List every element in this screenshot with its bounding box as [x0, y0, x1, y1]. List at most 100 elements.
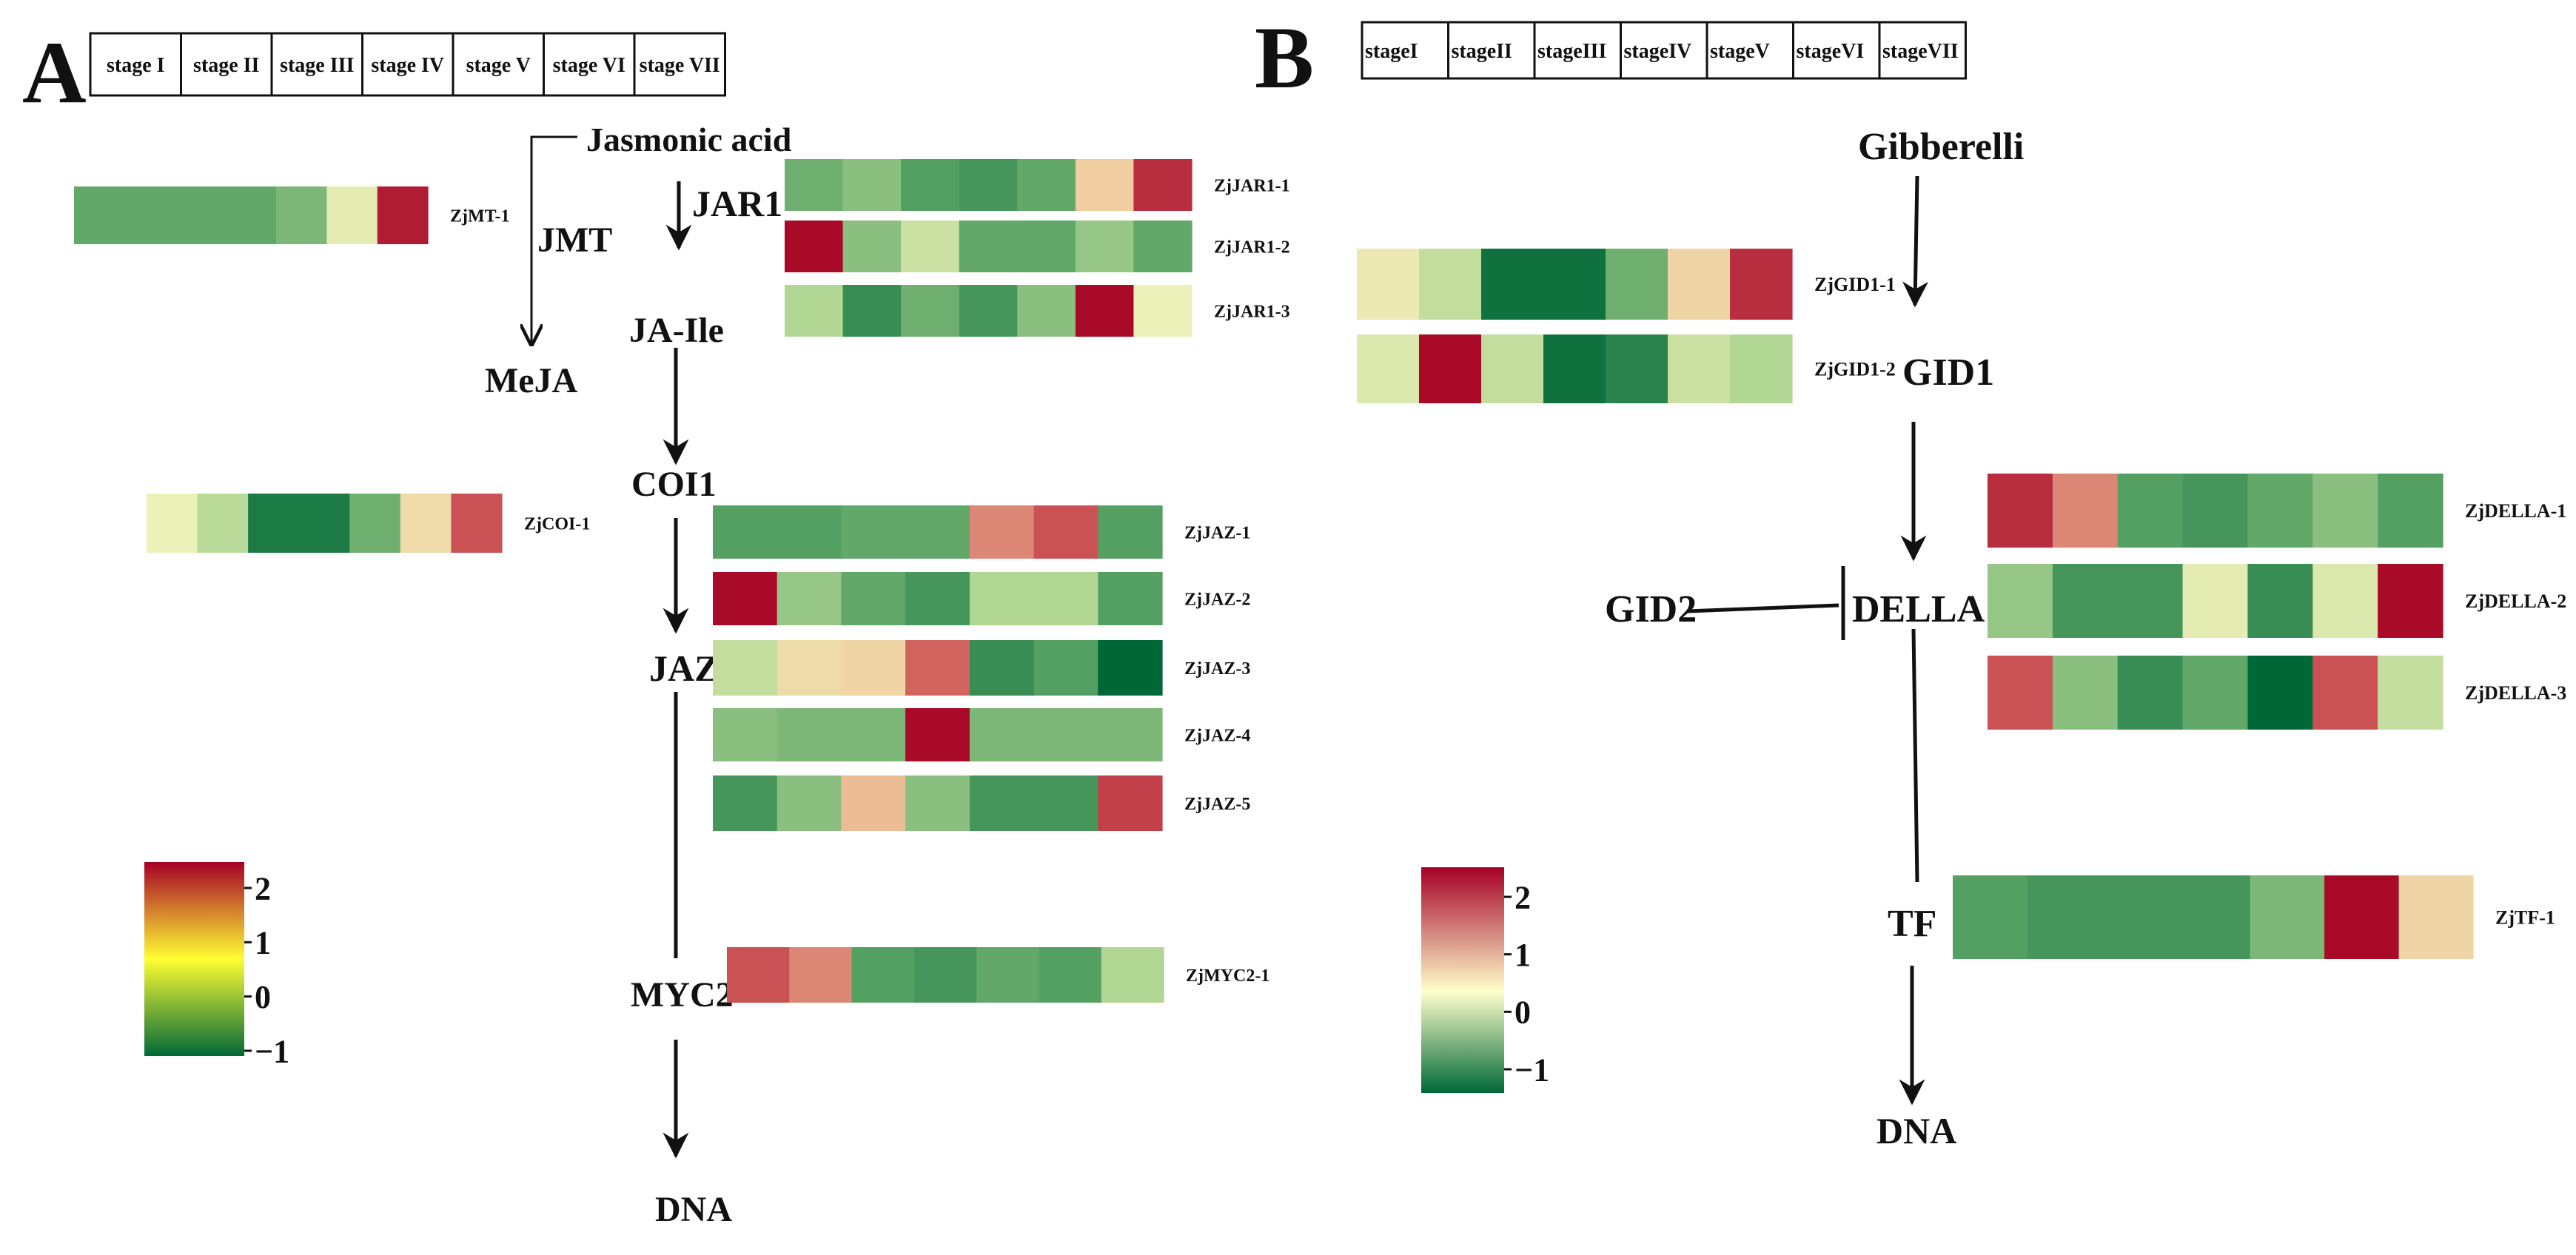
heatmap-cell	[1098, 775, 1163, 831]
heatmap-cell	[785, 159, 844, 211]
heatmap-cell	[1075, 285, 1135, 337]
node-jar1: JAR1	[692, 183, 782, 224]
legend-tick-label: −1	[1515, 1052, 1549, 1088]
heatmap-cell	[976, 947, 1039, 1003]
heatmap-cell	[74, 186, 125, 244]
stage-header-cell: stage III	[270, 32, 363, 97]
heatmap-cell	[959, 159, 1018, 211]
heatmap-cell	[1730, 334, 1793, 403]
heatmap-cell	[841, 505, 906, 559]
heatmap-cell	[1098, 572, 1163, 625]
heatmap-cell	[841, 775, 906, 831]
heatmap-cell	[713, 775, 778, 831]
stage-label: stage VI	[553, 54, 625, 77]
node-dna-a: DNA	[655, 1190, 732, 1229]
node-coi1: COI1	[631, 465, 717, 504]
heatmap-cell	[969, 505, 1035, 559]
heatmap-cell	[901, 159, 960, 211]
heatmap-cell	[713, 505, 778, 559]
heatmap-cell	[842, 285, 902, 337]
heatmap-cell	[1730, 249, 1793, 320]
heatmap-cell	[785, 285, 844, 337]
legend-tick-label: 1	[1515, 937, 1531, 973]
heatmap-cell	[959, 221, 1018, 272]
heatmap-cell	[2182, 656, 2249, 730]
stage-header-cell: stage V	[452, 32, 545, 97]
heatmap-cell	[841, 640, 906, 696]
heatmap-cell	[777, 775, 842, 831]
heatmap-cell	[901, 221, 960, 272]
heatmap-row: ZjDELLA-3	[1988, 656, 2566, 730]
heatmap-cell	[969, 640, 1035, 696]
heatmap-cell	[2052, 656, 2119, 730]
heatmap-cell	[2182, 474, 2249, 548]
heatmap-cell	[2052, 474, 2119, 548]
heatmap-cell	[2378, 564, 2443, 638]
heatmap-cell	[451, 494, 503, 553]
pathway-arrows-a	[531, 135, 692, 1159]
heatmap-cell	[713, 640, 778, 696]
heatmap-row: ZjDELLA-1	[1988, 474, 2566, 548]
panel-a-label: A	[22, 23, 87, 121]
heatmap-row: ZjJAZ-5	[713, 775, 1250, 831]
heatmap-cell	[1668, 249, 1731, 320]
node-meja: MeJA	[485, 361, 578, 400]
heatmap-row: ZjCOI-1	[147, 494, 590, 553]
heatmap-row: ZjJAR1-2	[785, 221, 1290, 272]
node-jmt: JMT	[537, 221, 612, 260]
heatmap-cell	[2312, 564, 2378, 638]
node-jaz: JAZ	[649, 647, 719, 689]
heatmap-cell	[2312, 656, 2378, 730]
heatmap-cell	[326, 186, 378, 244]
heatmap-cell	[1357, 249, 1420, 320]
stage-header-cell: stageIII	[1533, 21, 1622, 80]
gene-label: ZjGID1-2	[1814, 359, 1896, 380]
heatmap-cell	[901, 285, 960, 337]
legend-gradient-a	[144, 862, 244, 1056]
heatmap-cell	[1133, 159, 1193, 211]
heatmap-cell	[777, 505, 842, 559]
gene-label: ZjGID1-1	[1814, 274, 1896, 295]
heatmap-cell	[969, 708, 1035, 761]
heatmap-cell	[842, 221, 902, 272]
panel-b-label: B	[1255, 8, 1314, 107]
heatmap-cell	[2052, 564, 2119, 638]
heatmap-cell	[851, 947, 915, 1003]
heatmaps-b: ZjGID1-1ZjGID1-2ZjDELLA-1ZjDELLA-2ZjDELL…	[1357, 249, 2566, 959]
heatmap-row: ZjJAR1-3	[785, 285, 1290, 337]
heatmap-cell	[1075, 159, 1135, 211]
heatmap-row: ZjJAZ-2	[713, 572, 1250, 625]
heatmap-row: ZjDELLA-2	[1988, 564, 2566, 638]
heatmap-cell	[1419, 249, 1482, 320]
stage-header-cell: stageII	[1447, 21, 1536, 80]
heatmap-cell	[2247, 564, 2313, 638]
ga-gid1-arrow	[1902, 175, 1929, 308]
heatmap-cell	[905, 505, 970, 559]
stage-header-cell: stageI	[1361, 21, 1449, 80]
heatmap-cell	[1606, 334, 1668, 403]
heatmap-cell	[2117, 564, 2184, 638]
heatmap-cell	[913, 947, 977, 1003]
heatmap-cell	[1033, 775, 1099, 831]
stage-label: stage IV	[371, 54, 444, 77]
heatmap-cell	[1419, 334, 1482, 403]
color-legend-b: 210−1	[1421, 867, 1549, 1093]
heatmap-cell	[298, 494, 350, 553]
heatmap-row: ZjMT-1	[74, 186, 509, 244]
node-jasmonic-acid: Jasmonic acid	[586, 121, 792, 158]
heatmap-cell	[1075, 221, 1135, 272]
gene-label: ZjJAR1-1	[1214, 176, 1290, 195]
heatmap-cell	[1098, 708, 1163, 761]
heatmap-cell	[2182, 564, 2249, 638]
heatmap-cell	[2101, 875, 2176, 959]
heatmap-row: ZjTF-1	[1953, 875, 2555, 959]
heatmap-row: ZjJAZ-4	[713, 708, 1250, 761]
heatmap-cell	[905, 640, 970, 696]
gene-label: ZjJAZ-2	[1184, 590, 1250, 609]
heatmap-cell	[2324, 875, 2400, 959]
heatmap-cell	[959, 285, 1018, 337]
gene-label: ZjCOI-1	[524, 514, 590, 534]
